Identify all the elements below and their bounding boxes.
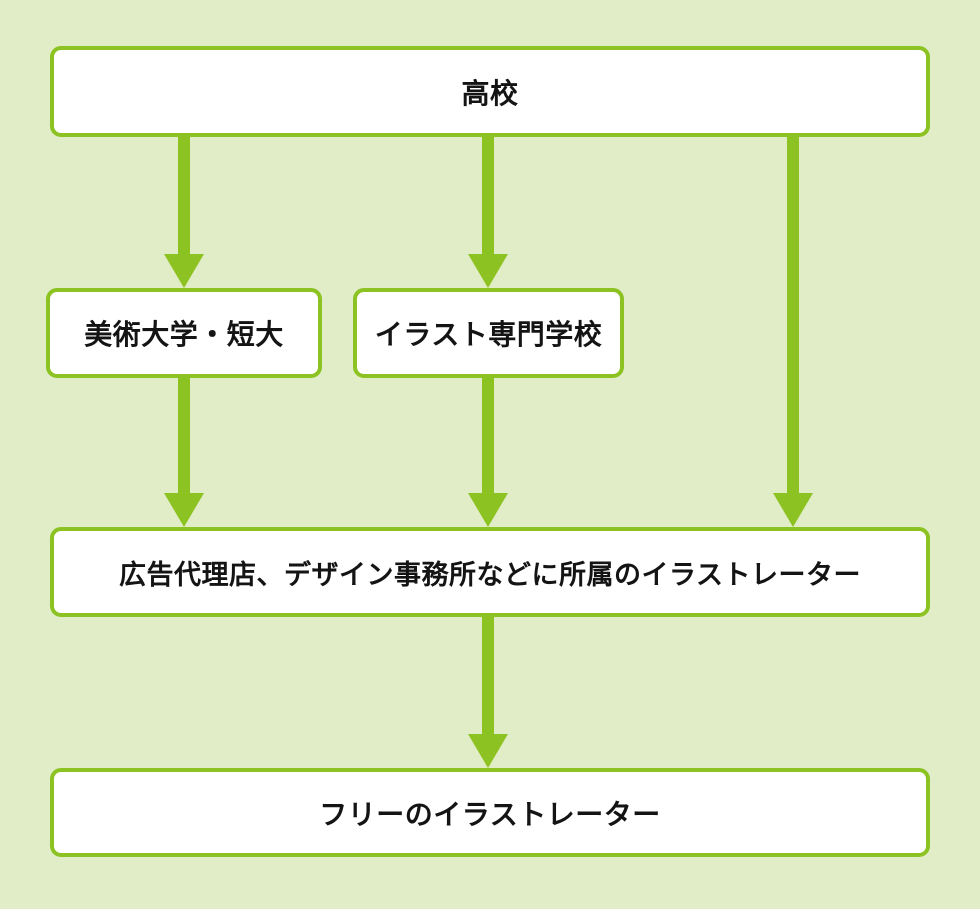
arrow-highschool-to-art-university [164,137,204,288]
arrow-shaft [482,617,494,734]
arrow-employed-to-freelance-illustrator [468,617,508,768]
node-freelance-illustrator: フリーのイラストレーター [50,768,930,857]
arrow-shaft [482,378,494,493]
arrow-art-university-to-employed-illustrator [164,378,204,527]
node-employed-illustrator: 広告代理店、デザイン事務所などに所属のイラストレーター [50,527,930,617]
arrow-head-icon [773,493,813,527]
node-employed-illustrator-label: 広告代理店、デザイン事務所などに所属のイラストレーター [119,559,861,590]
arrow-shaft [787,137,799,493]
arrow-head-icon [164,254,204,288]
arrow-head-icon [468,254,508,288]
arrow-shaft [178,137,190,254]
arrow-head-icon [468,493,508,527]
arrow-shaft [178,378,190,493]
arrow-highschool-to-employed-illustrator [773,137,813,527]
node-freelance-illustrator-label: フリーのイラストレーター [319,798,661,830]
arrow-illustration-school-to-employed-illustrator [468,378,508,527]
node-highschool-label: 高校 [461,77,519,109]
node-illustration-school-label: イラスト専門学校 [374,319,603,350]
arrow-head-icon [468,734,508,768]
arrow-shaft [482,137,494,254]
arrow-head-icon [164,493,204,527]
node-art-university: 美術大学・短大 [46,288,322,378]
node-highschool: 高校 [50,46,930,137]
node-illustration-school: イラスト専門学校 [353,288,624,378]
arrow-highschool-to-illustration-school [468,137,508,288]
node-art-university-label: 美術大学・短大 [84,319,284,350]
